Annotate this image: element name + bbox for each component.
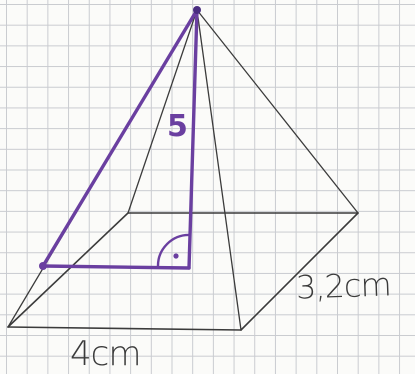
lateral-edge-front-right xyxy=(196,9,242,331)
pyramid-height-line xyxy=(187,8,199,270)
lateral-edge-back-right xyxy=(196,9,359,214)
slant-height-line xyxy=(41,8,199,268)
base-left-edge xyxy=(7,212,129,328)
right-angle-marker xyxy=(156,233,191,268)
base-right-edge xyxy=(240,212,359,331)
width-label: 4cm xyxy=(70,334,141,374)
lateral-edge-back-left xyxy=(127,9,198,214)
height-label: 5 xyxy=(167,109,188,144)
apex-point xyxy=(193,6,201,14)
half-base-line xyxy=(41,264,191,270)
base-front-edge xyxy=(7,326,242,331)
base-point xyxy=(39,262,47,270)
depth-label: 3,2cm xyxy=(295,265,392,307)
